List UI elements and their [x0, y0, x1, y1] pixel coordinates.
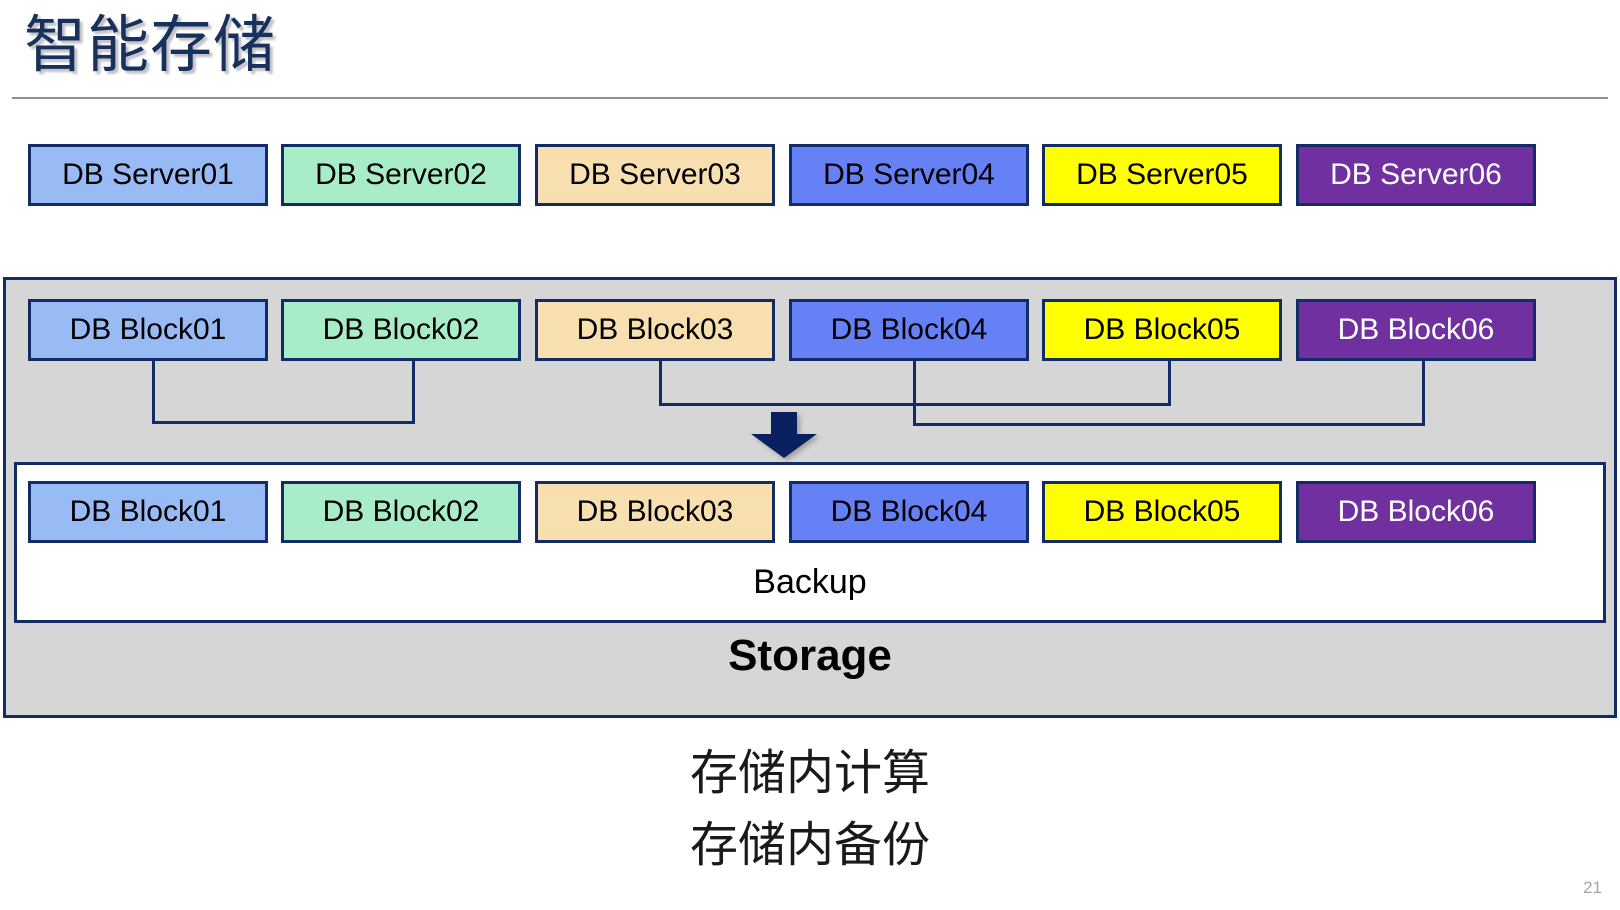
storage-label: Storage [728, 631, 892, 680]
db-block-backup-box-4: DB Block04 [789, 481, 1029, 543]
connector-block04-block06-bar [913, 423, 1425, 426]
connector-block01-block02-bar [152, 421, 415, 424]
connector-block01-block02-left-leg [152, 361, 155, 424]
backup-label: Backup [753, 563, 867, 601]
downward-flow-arrow [751, 412, 817, 458]
caption-line-2: 存储内备份 [689, 819, 930, 872]
connector-block03-block05-right-leg [1168, 361, 1171, 406]
db-block-backup-box-1: DB Block01 [28, 481, 268, 543]
db-server-box-2: DB Server02 [281, 144, 521, 206]
db-block-primary-box-1: DB Block01 [28, 299, 268, 361]
page-title: 智能存储 [24, 11, 277, 80]
db-block-primary-box-6: DB Block06 [1296, 299, 1536, 361]
db-block-primary-box-5: DB Block05 [1042, 299, 1282, 361]
page-number: 21 [1583, 878, 1602, 897]
caption-block: 存储内计算存储内备份 [0, 738, 1620, 882]
db-block-backup-box-6: DB Block06 [1296, 481, 1536, 543]
db-block-primary-box-4: DB Block04 [789, 299, 1029, 361]
caption-line-1: 存储内计算 [689, 747, 930, 800]
db-server-box-6: DB Server06 [1296, 144, 1536, 206]
db-server-box-5: DB Server05 [1042, 144, 1282, 206]
connector-block04-block06-left-leg [913, 361, 916, 426]
connector-block03-block05-left-leg [659, 361, 662, 406]
connector-block01-block02-right-leg [412, 361, 415, 424]
db-block-backup-box-5: DB Block05 [1042, 481, 1282, 543]
db-block-backup-box-3: DB Block03 [535, 481, 775, 543]
db-server-box-4: DB Server04 [789, 144, 1029, 206]
db-server-box-3: DB Server03 [535, 144, 775, 206]
db-block-primary-box-2: DB Block02 [281, 299, 521, 361]
db-block-backup-box-2: DB Block02 [281, 481, 521, 543]
connector-block04-block06-right-leg [1422, 361, 1425, 426]
db-block-primary-box-3: DB Block03 [535, 299, 775, 361]
db-server-box-1: DB Server01 [28, 144, 268, 206]
title-divider [12, 97, 1608, 99]
